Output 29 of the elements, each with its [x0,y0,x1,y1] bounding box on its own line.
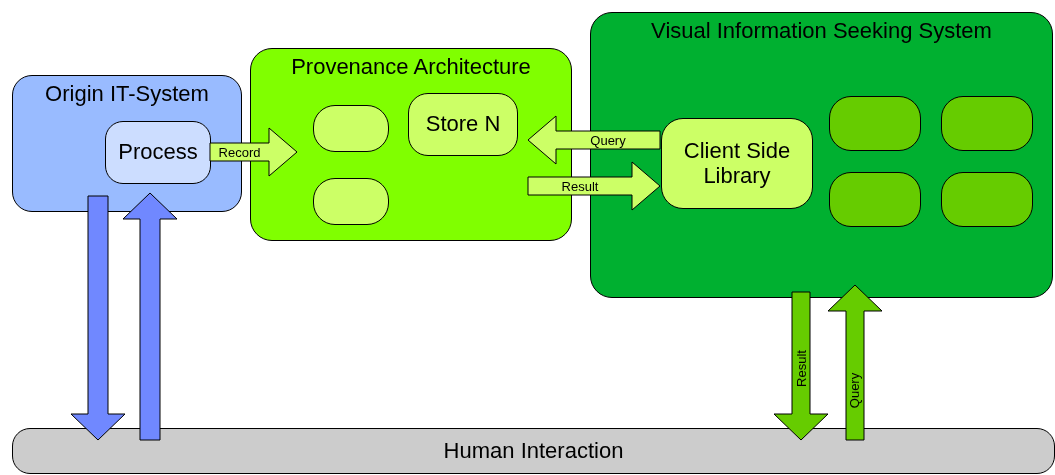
block-arrow [527,161,661,211]
rounded-box [661,118,813,209]
block-arrow [70,195,126,441]
empty-rounded-box [829,96,921,151]
rounded-box [105,121,211,184]
node-label: Store N [424,112,502,137]
edge-label: Record [218,145,261,159]
edge-label: Result [794,349,808,387]
node-label: Client Side Library [682,139,792,188]
block-arrow [827,284,883,441]
container-title: Origin IT-System [44,82,210,107]
block-arrow [773,291,829,441]
empty-rounded-box [829,172,921,227]
block-arrow [122,192,178,441]
node-label: Human Interaction [442,438,625,464]
block-arrow [209,127,298,177]
block-arrow [527,115,661,165]
edge-label: Query [590,133,626,147]
empty-rounded-box [313,105,389,152]
container-title: Provenance Architecture [290,55,532,80]
empty-rounded-box [941,96,1033,151]
empty-rounded-box [313,178,389,225]
interaction-band [12,428,1055,474]
container-title: Visual Information Seeking System [650,19,993,44]
rounded-box [408,93,518,156]
node-label: Process [117,140,199,165]
empty-rounded-box [941,172,1033,227]
edge-label: Result [561,179,599,193]
edge-label: Query [848,372,862,409]
